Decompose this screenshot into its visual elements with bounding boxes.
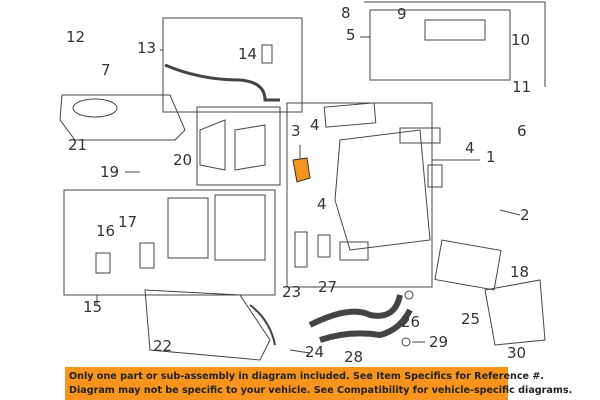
part-27-hose — [308, 294, 403, 328]
callout-2: 2 — [520, 206, 530, 224]
callout-1: 1 — [486, 148, 496, 166]
part-heater-core-box — [214, 194, 266, 261]
callout-24: 24 — [305, 343, 325, 361]
callout-20: 20 — [173, 151, 193, 169]
part-20-seal — [199, 119, 226, 171]
callout-22: 22 — [153, 337, 173, 355]
callout-4a: 4 — [310, 116, 320, 134]
part-evaporator — [167, 197, 209, 259]
callout-27: 27 — [318, 278, 338, 296]
callout-28: 28 — [344, 348, 364, 366]
callout-7: 7 — [101, 61, 111, 79]
part-28-hose — [319, 308, 413, 343]
callout-15: 15 — [83, 298, 103, 316]
disclaimer-line-2: Diagram may not be specific to your vehi… — [69, 385, 573, 396]
callout-18: 18 — [510, 263, 530, 281]
callout-25: 25 — [461, 310, 481, 328]
callout-5: 5 — [346, 26, 356, 44]
part-17 — [139, 242, 155, 269]
callout-23: 23 — [282, 283, 302, 301]
callout-21: 21 — [68, 136, 88, 154]
part-14-valve — [261, 44, 273, 64]
part-23-hose — [249, 304, 276, 346]
part-16-valve — [95, 252, 111, 274]
callout-11: 11 — [512, 78, 532, 96]
part-13-hose — [164, 63, 280, 102]
part-21-console-duct — [59, 94, 186, 141]
callout-13: 13 — [137, 39, 157, 57]
callout-29: 29 — [429, 333, 449, 351]
callout-26: 26 — [401, 313, 421, 331]
part-9-filter — [424, 19, 486, 41]
callout-14: 14 — [238, 45, 258, 63]
callout-17: 17 — [118, 213, 138, 231]
callout-4b: 4 — [465, 139, 475, 157]
disclaimer-line-1: Only one part or sub-assembly in diagram… — [69, 371, 545, 382]
group-box-15 — [63, 189, 276, 296]
callout-19: 19 — [100, 163, 120, 181]
group-box-13 — [162, 17, 303, 113]
callout-8: 8 — [341, 4, 351, 22]
part-22-duct — [144, 289, 271, 361]
callout-16: 16 — [96, 222, 116, 240]
callout-3: 3 — [291, 122, 301, 140]
callout-9: 9 — [397, 5, 407, 23]
callout-4c: 4 — [317, 195, 327, 213]
part-3-highlighted — [292, 157, 311, 183]
callout-6: 6 — [517, 122, 527, 140]
group-box-20 — [196, 106, 281, 186]
part-1-hvac-case — [334, 129, 431, 251]
part-30-duct — [484, 279, 546, 346]
callout-30: 30 — [507, 344, 527, 362]
group-box-1 — [286, 102, 433, 288]
part-5-housing — [369, 9, 511, 81]
disclaimer-banner: Only one part or sub-assembly in diagram… — [65, 367, 573, 400]
part-25-heater-core — [434, 239, 502, 291]
callout-10: 10 — [511, 31, 531, 49]
callout-12: 12 — [66, 28, 86, 46]
group-box-5 — [364, 1, 546, 87]
